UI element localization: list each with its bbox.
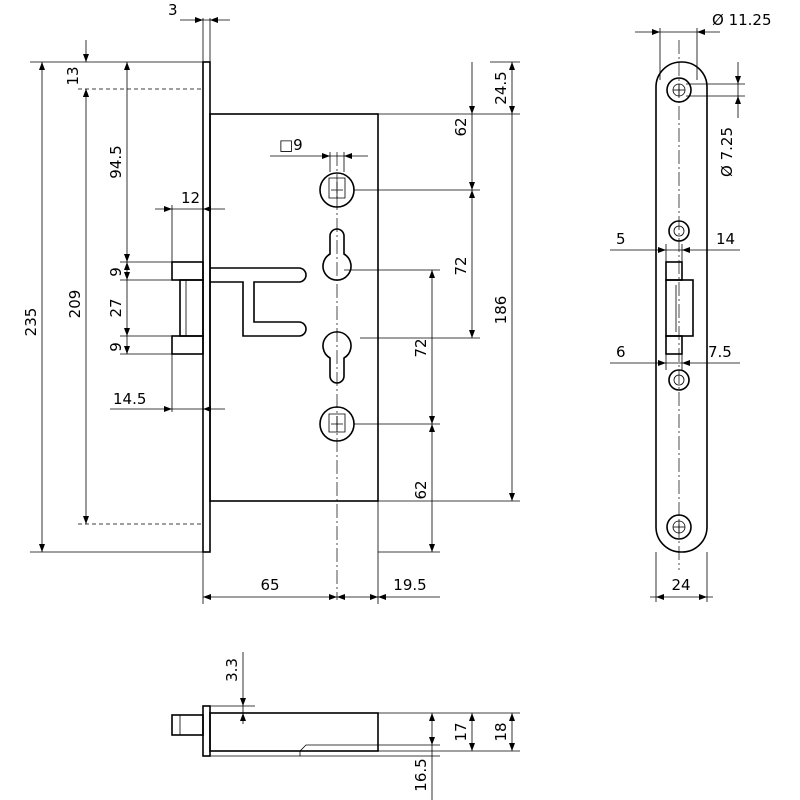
lower-latch-opening	[665, 335, 683, 355]
front-view: 3 235 209 13 94.5 12	[22, 1, 520, 604]
dim-latch-height-a: 9	[107, 267, 125, 277]
lower-cylinder-hole	[322, 331, 352, 384]
dim-total-height: 18	[492, 722, 510, 741]
dim-plate-length: 209	[66, 290, 84, 319]
dim-total-length: 235	[22, 308, 40, 337]
dim-follower-spacing-upper: 72	[452, 256, 470, 275]
dim-faceplate-thickness: 3	[168, 1, 178, 19]
dim-bottom-follower-to-case: 62	[412, 480, 430, 499]
side-view: Ø 11.25 Ø 7.25 5 14 6 7.5 24	[610, 11, 772, 602]
dim-bolt-gap: 27	[107, 298, 125, 317]
dim-bolt-right: 7.5	[708, 343, 732, 361]
top-screw-hole	[666, 77, 692, 103]
mid-screw-hole-upper	[668, 220, 690, 242]
bottom-view: 3.3 17 18 16.5	[171, 652, 520, 800]
lock-case	[209, 113, 379, 502]
dim-top-case-to-follower: 62	[452, 117, 470, 136]
bottom-screw-hole	[666, 514, 692, 540]
deadbolt-slot	[210, 267, 307, 337]
dim-bolt-left: 6	[616, 343, 626, 361]
dim-offset-height: 16.5	[412, 758, 430, 791]
dim-latch-right: 14	[716, 230, 735, 248]
side-faceplate	[655, 61, 708, 553]
dim-hole-diameter: Ø 11.25	[712, 11, 772, 29]
dim-screw-diameter: Ø 7.25	[718, 127, 736, 177]
dim-latch-projection: 12	[181, 189, 200, 207]
bolt-opening	[665, 279, 694, 337]
dim-spindle-square: □9	[279, 136, 303, 154]
bottom-latch	[171, 714, 204, 736]
dim-bolt-projection: 14.5	[113, 390, 146, 408]
dim-follower-spacing-lower: 72	[412, 338, 430, 357]
dim-depth-remainder: 19.5	[393, 576, 426, 594]
dim-latch-left: 5	[616, 230, 626, 248]
dim-case-height: 186	[492, 296, 510, 325]
bottom-step	[210, 744, 378, 752]
bottom-faceplate	[202, 705, 211, 757]
dim-top-hole-offset-front: 24.5	[492, 71, 510, 104]
latch-opening	[665, 261, 683, 281]
latch-bolt	[171, 261, 204, 355]
mid-screw-hole-lower	[668, 369, 690, 391]
dim-backset: 65	[260, 576, 279, 594]
dim-body-height: 17	[452, 722, 470, 741]
dim-plate-width: 24	[671, 576, 690, 594]
dim-latch-height-b: 9	[107, 342, 125, 352]
faceplate	[202, 61, 211, 553]
dim-flange: 3.3	[223, 658, 241, 682]
dim-top-offset: 13	[64, 66, 82, 85]
dim-follower-from-top: 94.5	[107, 145, 125, 178]
